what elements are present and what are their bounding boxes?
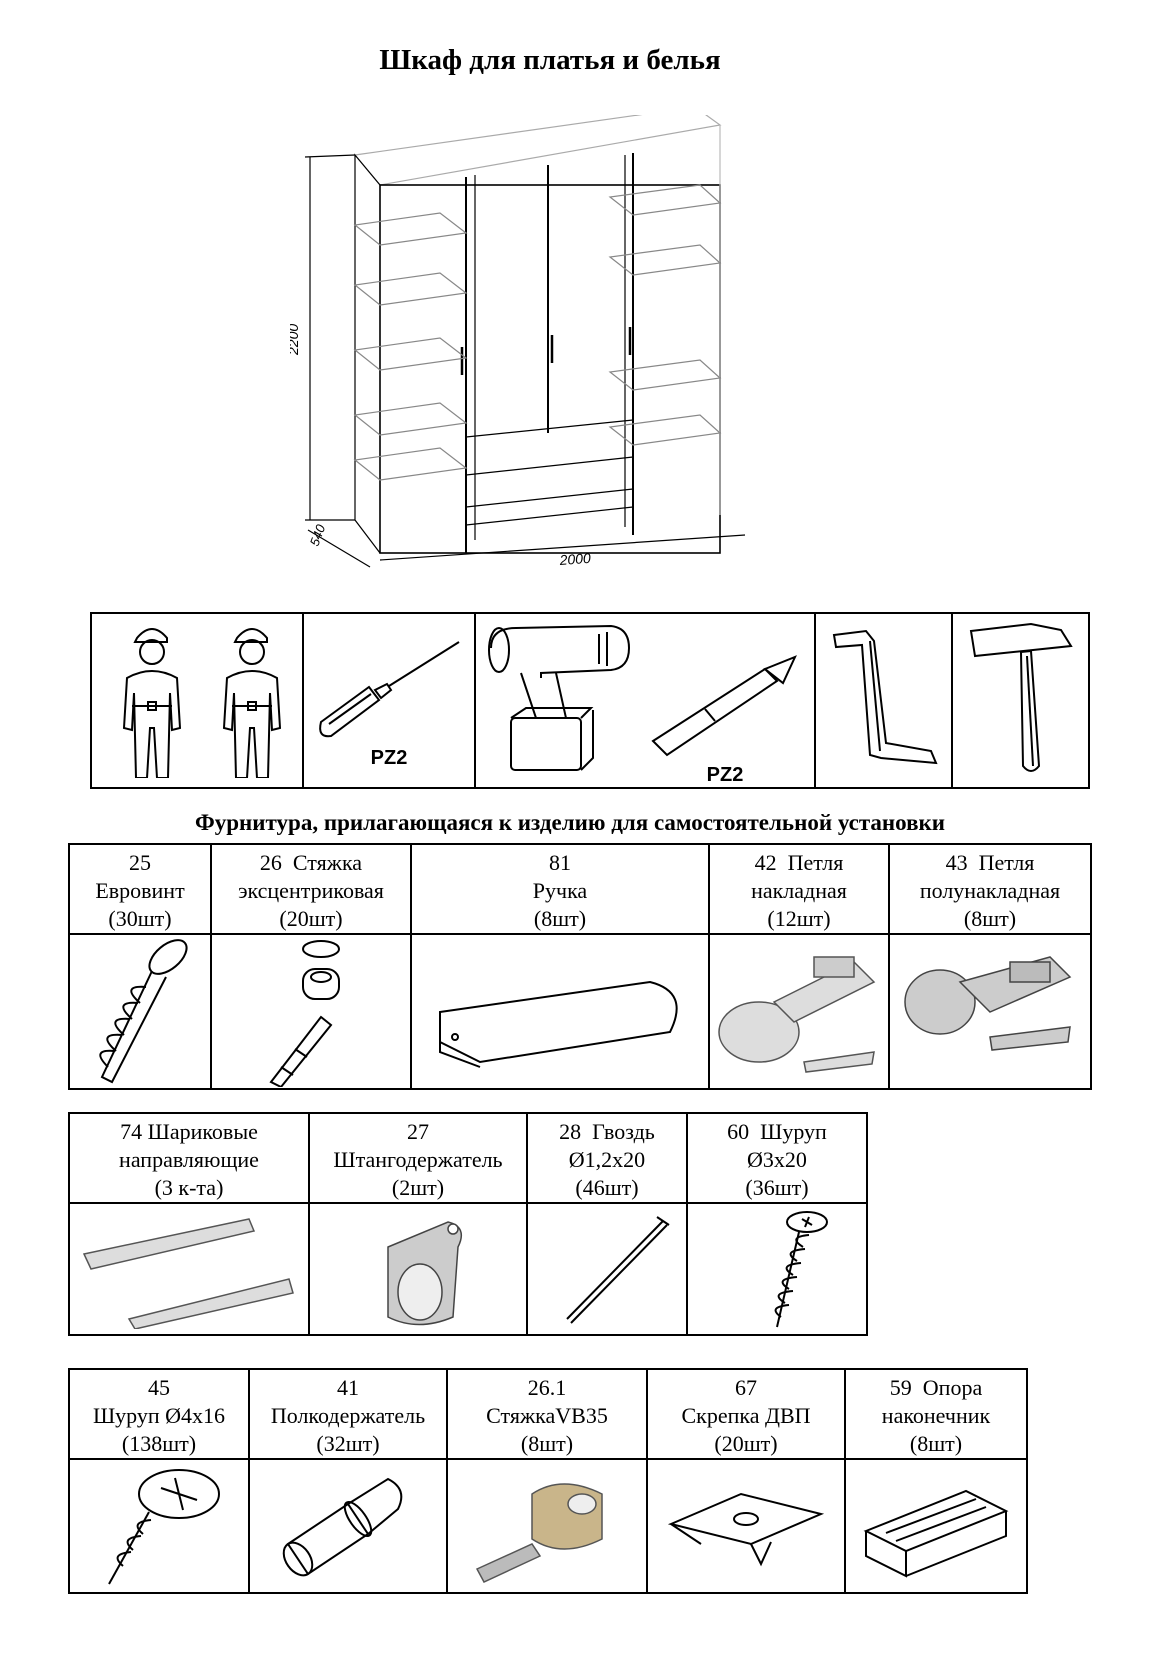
tool-cell [951, 612, 1090, 789]
hardware-image-cell [308, 1202, 528, 1336]
hardware-image-cell [526, 1202, 688, 1336]
euroscrew-icon [99, 938, 188, 1083]
screw-3x20-icon [774, 1210, 828, 1327]
screwdriver-bit-label: PZ2 [370, 746, 408, 769]
half-overlay-hinge-icon [904, 955, 1072, 1051]
hardware-title: Фурнитура, прилагающаяся к изделию для с… [194, 810, 946, 835]
eccentric-tie-icon [269, 939, 340, 1087]
hardware-image-cell [844, 1458, 1028, 1594]
hardware-label: 26.1 СтяжкаVB35 (8шт) [446, 1368, 648, 1460]
hardware-label: 67 Скрепка ДВП (20шт) [646, 1368, 846, 1460]
hardware-label: 28 Гвоздь Ø1,2х20 (46шт) [526, 1112, 688, 1204]
hardware-label: 42 Петля накладная (12шт) [708, 843, 890, 935]
hardware-label: 41 Полкодержатель (32шт) [248, 1368, 448, 1460]
hardware-table-1: 25 Евровинт (30шт) 26 Стяжка эксцентрико… [68, 843, 1092, 1090]
tool-cell: PZ2 [302, 612, 476, 789]
hardware-label: 59 Опора наконечник (8шт) [844, 1368, 1028, 1460]
hardware-image-cell [68, 933, 212, 1090]
tool-cell [814, 612, 953, 789]
overlay-hinge-icon [718, 955, 876, 1073]
hardware-table-2: 74 Шариковые направляющие (3 к-та) 27 Шт… [68, 1112, 868, 1336]
hardware-label: 60 Шуруп Ø3х20 (36шт) [686, 1112, 868, 1204]
ball-slides-icon [82, 1218, 294, 1329]
tool-cell: PZ2 [474, 612, 816, 789]
hardware-image-cell [888, 933, 1092, 1090]
rod-holder-icon [387, 1220, 463, 1325]
hardware-image-cell [68, 1202, 310, 1336]
hardware-label: 25 Евровинт (30шт) [68, 843, 212, 935]
hammer-icon [969, 622, 1073, 772]
hardware-image-cell [248, 1458, 448, 1594]
screwdriver-icon [319, 640, 460, 737]
hardware-label: 27 Штангодержатель (2шт) [308, 1112, 528, 1204]
hardware-label: 45 Шуруп Ø4х16 (138шт) [68, 1368, 250, 1460]
hardware-image-cell [410, 933, 710, 1090]
screw-4x16-icon [108, 1468, 220, 1584]
hardware-image-cell [686, 1202, 868, 1336]
drill-bit-icon [651, 655, 797, 757]
two-workers-icon [122, 628, 282, 779]
nail-icon [566, 1216, 670, 1324]
document-title: Шкаф для платья и белья [379, 44, 721, 76]
drill-bit-label: PZ2 [706, 764, 744, 786]
hardware-label: 81 Ручка (8шт) [410, 843, 710, 935]
hardware-image-cell [210, 933, 412, 1090]
hardware-label: 43 Петля полунакладная (8шт) [888, 843, 1092, 935]
hardware-label: 26 Стяжка эксцентриковая (20шт) [210, 843, 412, 935]
cordless-drill-icon [488, 624, 631, 771]
height-dimension: 2200 [290, 324, 301, 356]
hardware-image-cell [646, 1458, 846, 1594]
hardware-table-3: 45 Шуруп Ø4х16 (138шт) 41 Полкодержатель… [68, 1368, 1028, 1594]
handle-icon [439, 980, 678, 1068]
depth-dimension: 540 [307, 522, 329, 548]
hardware-image-cell [446, 1458, 648, 1594]
hdf-clip-icon [667, 1492, 825, 1566]
width-dimension: 2000 [558, 550, 591, 568]
hex-key-icon [832, 629, 938, 765]
hardware-image-cell [708, 933, 890, 1090]
foot-tip-icon [863, 1489, 1009, 1578]
tools-table: PZ2 [90, 612, 1090, 789]
wardrobe-drawing: 2200 540 2000 [290, 115, 746, 568]
hardware-label: 74 Шариковые направляющие (3 к-та) [68, 1112, 310, 1204]
shelf-support-icon [282, 1477, 403, 1576]
hardware-image-cell [68, 1458, 250, 1594]
tool-cell [90, 612, 304, 789]
vb35-tie-icon [475, 1482, 603, 1583]
